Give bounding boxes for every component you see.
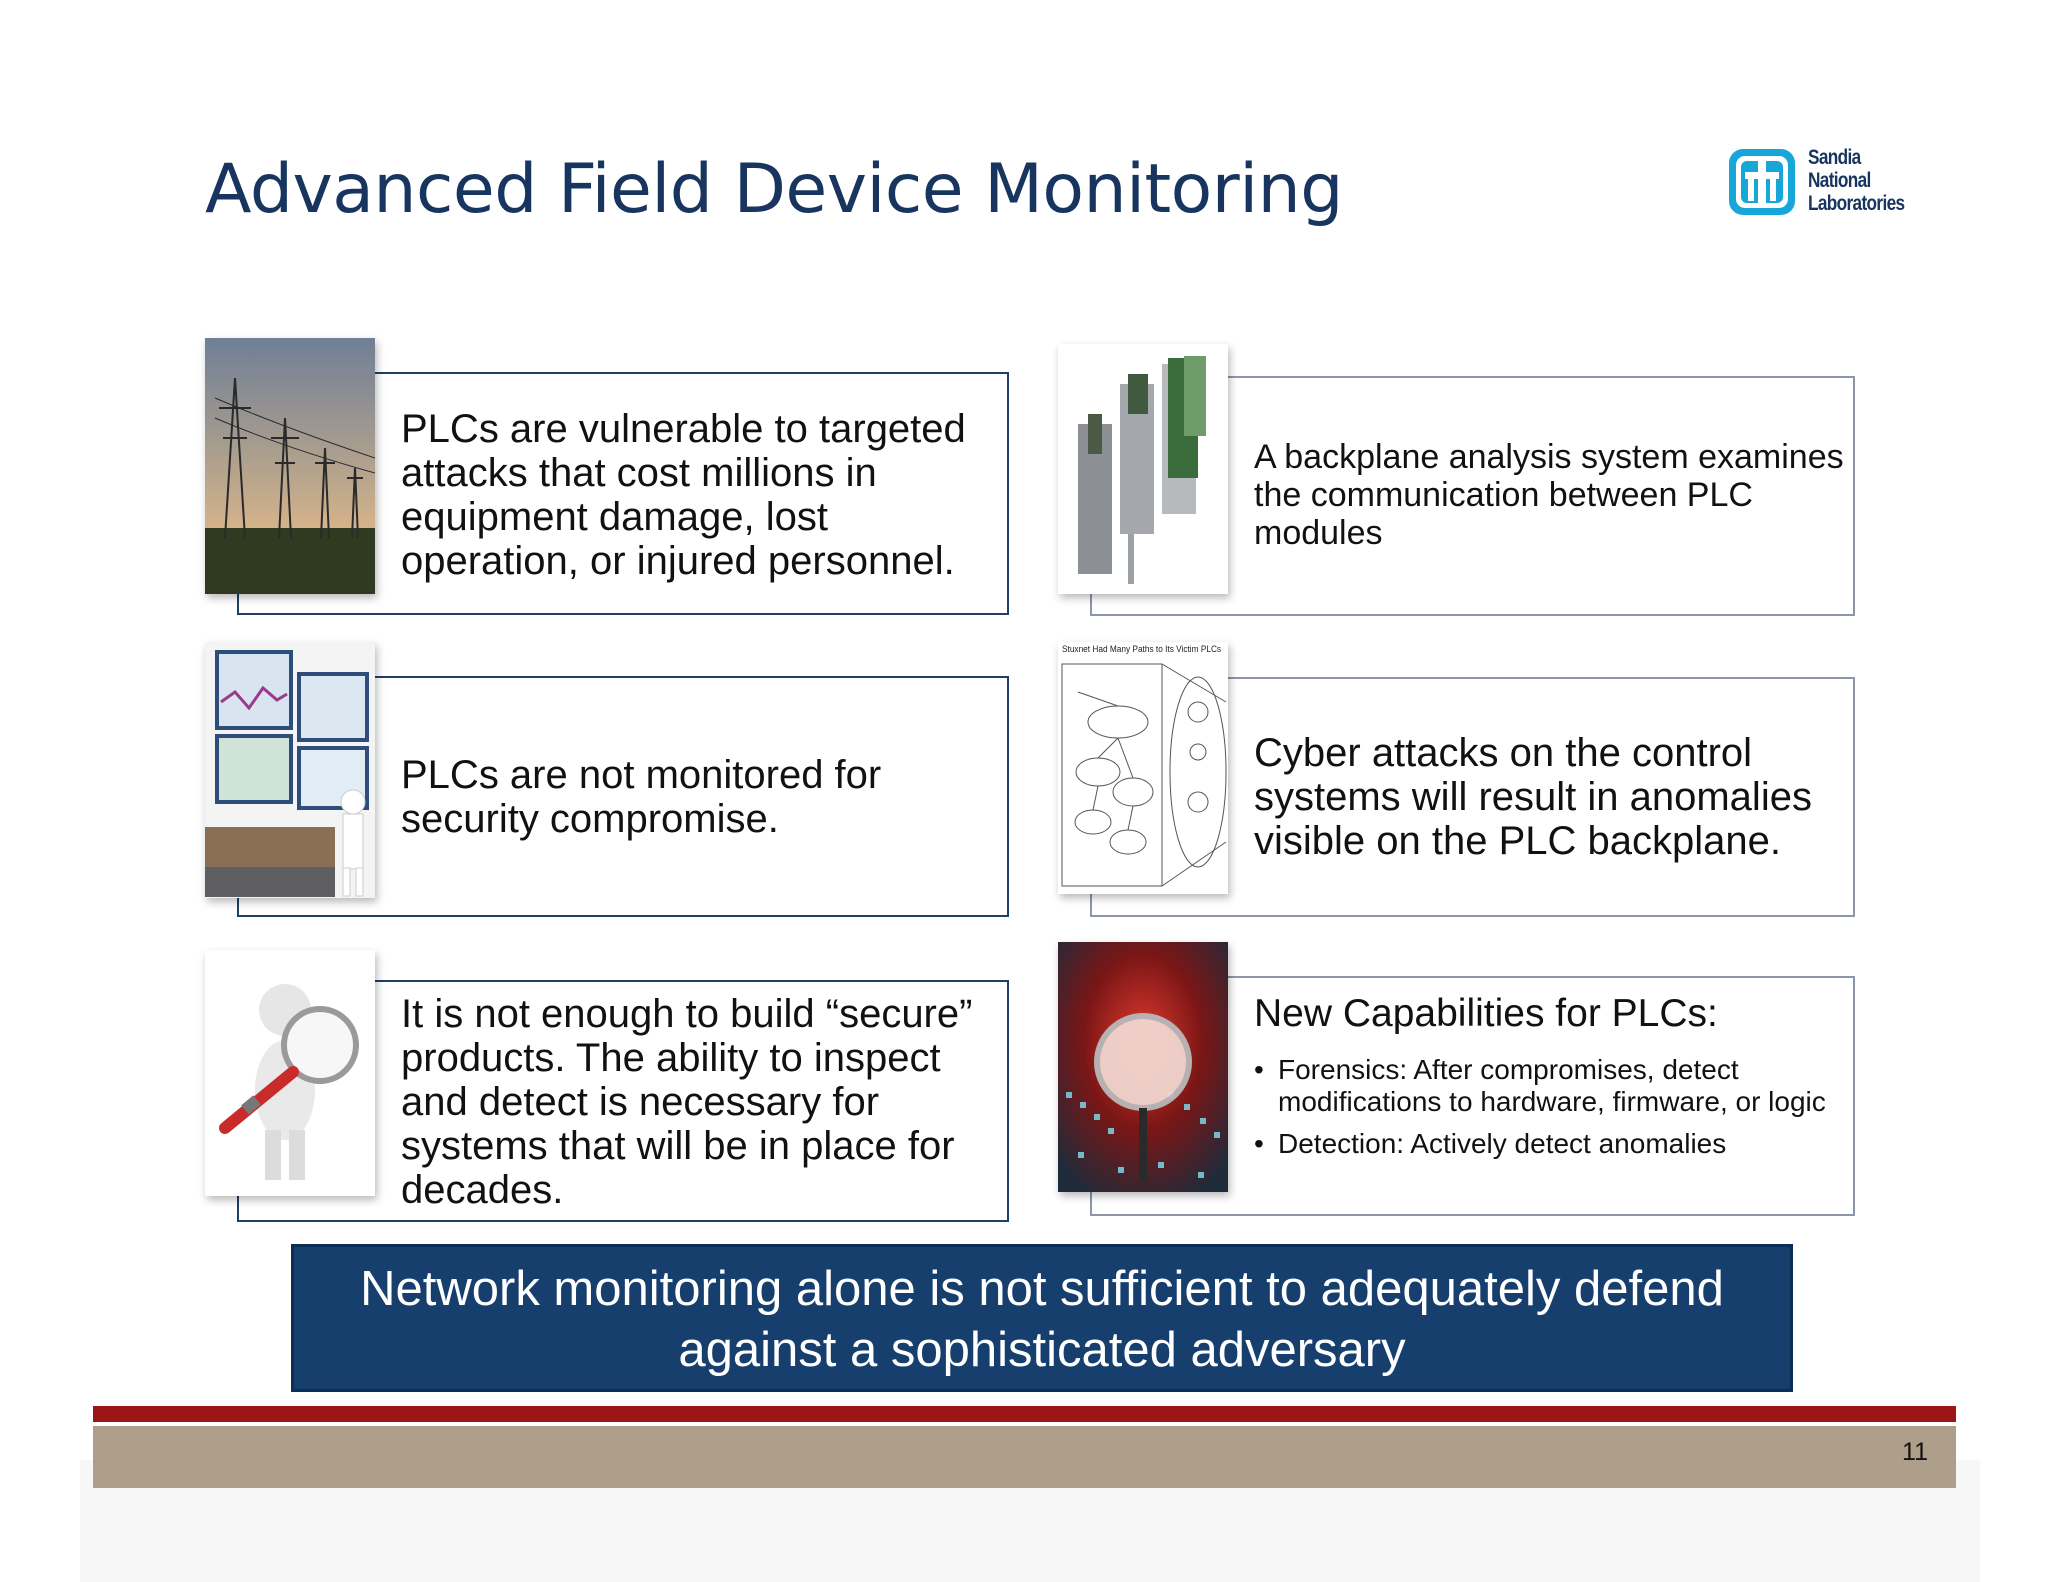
card-text: PLCs are not monitored for security comp…: [401, 753, 882, 841]
stuxnet-diagram-caption: Stuxnet Had Many Paths to Its Victim PLC…: [1062, 644, 1222, 654]
card-text: PLCs are vulnerable to targeted attacks …: [401, 407, 966, 583]
plc-modules-image: [1058, 344, 1228, 594]
logo-text: Sandia National Laboratories: [1808, 146, 1905, 215]
card-text: Cyber attacks on the control systems wil…: [1254, 731, 1812, 863]
monitoring-screens-image: [205, 642, 375, 898]
power-transmission-towers-image: [205, 338, 375, 594]
capabilities-heading: New Capabilities for PLCs:: [1254, 992, 1718, 1035]
logo-line-3: Laboratories: [1808, 192, 1905, 215]
card-text: It is not enough to build “secure” produ…: [401, 992, 973, 1212]
key-takeaway-callout: Network monitoring alone is not sufficie…: [291, 1244, 1793, 1392]
stuxnet-diagram-image: Stuxnet Had Many Paths to Its Victim PLC…: [1058, 642, 1228, 894]
sandia-thunderbird-icon: [1729, 149, 1795, 215]
slide-title: Advanced Field Device Monitoring: [205, 150, 1343, 229]
magnifier-figure-image: [205, 950, 375, 1196]
callout-line-1: Network monitoring alone is not sufficie…: [360, 1262, 1724, 1316]
logo-line-2: National: [1808, 169, 1871, 192]
footer-accent-bar: [93, 1406, 1956, 1422]
sandia-logo: Sandia National Laboratories: [1726, 144, 1926, 220]
footer-band: 11: [93, 1426, 1956, 1488]
capabilities-list: Forensics: After compromises, detect mod…: [1254, 1054, 1834, 1160]
capability-detection: Detection: Actively detect anomalies: [1254, 1128, 1834, 1160]
card-text: A backplane analysis system examines the…: [1254, 438, 1844, 552]
page-number: 11: [1902, 1438, 1928, 1466]
callout-line-2: against a sophisticated adversary: [678, 1323, 1406, 1377]
binary-magnifier-image: [1058, 942, 1228, 1192]
capability-forensics: Forensics: After compromises, detect mod…: [1254, 1054, 1834, 1118]
logo-line-1: Sandia: [1808, 146, 1861, 169]
